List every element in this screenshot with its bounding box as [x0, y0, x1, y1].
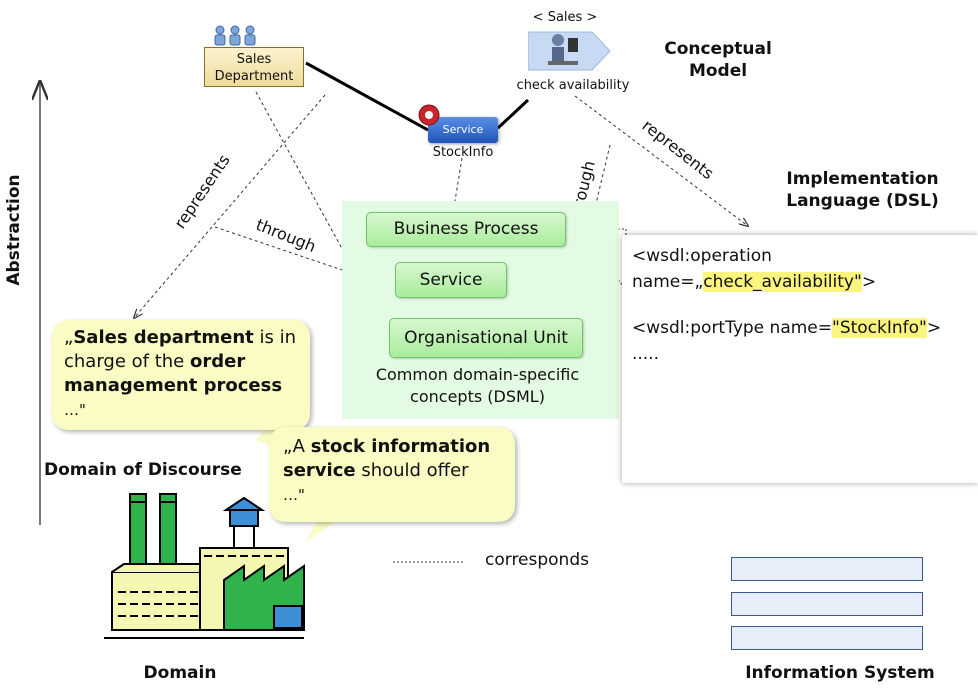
domain-of-discourse-title: Domain of Discourse: [44, 460, 242, 480]
dsml-caption: Common domain-specific concepts (DSML): [350, 364, 605, 408]
check-availability-label: check availability: [516, 78, 630, 93]
code-line-1: <wsdl:operation: [632, 246, 772, 266]
arrow-through-left: [214, 226, 360, 276]
concept-service: Service: [395, 262, 507, 298]
link-sales-service: [305, 61, 429, 132]
information-system-title: Information System: [745, 663, 935, 683]
code-line-2-prefix: name=„: [632, 272, 704, 292]
conceptual-model-title-line2: Model: [688, 61, 748, 81]
code-line-4: .....: [632, 344, 660, 364]
service-node: Service: [428, 117, 498, 143]
wsdl-code-panel: <wsdl:operation name=„check_availability…: [622, 235, 978, 483]
sales-role-label: < Sales >: [532, 10, 598, 25]
sales-bubble-bold-2: order management process: [64, 351, 283, 396]
link-sales-orgunit: [255, 91, 391, 337]
domain-title: Domain: [143, 663, 217, 683]
sales-department-label: Sales Department: [214, 52, 294, 84]
service-badge-label: Service: [442, 123, 484, 136]
sales-speech-bubble: „Sales department is in charge of the or…: [52, 320, 310, 430]
arrow-represents-left: [134, 94, 326, 318]
information-system-layer-1: [731, 557, 923, 581]
legend-corresponds-label: corresponds: [485, 550, 589, 570]
code-highlight-stockinfo: "StockInfo": [832, 318, 927, 338]
code-line-3-prefix: <wsdl:portType name=: [632, 318, 832, 338]
dsml-caption-line2: concepts (DSML): [410, 387, 545, 406]
sales-bubble-close-quote: …": [64, 401, 86, 419]
stock-bubble-close-quote: …": [283, 486, 305, 504]
concept-organisational-unit: Organisational Unit: [389, 318, 583, 358]
process-activity-icon: [528, 31, 611, 71]
service-gear-icon: [418, 104, 440, 126]
people-icon: [214, 25, 256, 46]
stock-bubble-bold-1: stock information service: [283, 436, 491, 481]
code-line-3-suffix: >: [926, 318, 942, 338]
information-system-layer-3: [731, 626, 923, 650]
implementation-language-title-line1: Implementation: [786, 169, 939, 189]
sales-department-node: Sales Department: [204, 47, 304, 87]
dsml-caption-line1: Common domain-specific: [375, 365, 580, 384]
factory-icon: [104, 493, 305, 639]
information-system-layer-2: [731, 592, 923, 616]
code-highlight-check-availability: check_availability": [703, 272, 862, 292]
code-line-3: <wsdl:portType name="StockInfo">: [632, 315, 941, 341]
sales-bubble-open-quote: „: [64, 327, 74, 348]
stock-bubble-text-1: should offer: [355, 460, 469, 481]
implementation-language-title-line2: Language (DSL): [786, 191, 939, 211]
stockinfo-label: StockInfo: [432, 145, 494, 160]
code-line-2: name=„check_availability">: [632, 269, 941, 295]
arrow-represents-right: [574, 95, 748, 226]
concept-business-process: Business Process: [366, 212, 566, 247]
stock-bubble-open-quote: „A: [283, 436, 311, 457]
conceptual-model-title: Conceptual Model: [648, 38, 788, 82]
sales-bubble-text-1: is in charge of the: [64, 327, 297, 372]
code-line-2-suffix: >: [861, 272, 877, 292]
link-process-service: [496, 98, 530, 130]
sales-bubble-bold-1: Sales department: [73, 327, 254, 348]
conceptual-model-title-line1: Conceptual: [664, 39, 772, 59]
implementation-language-title: Implementation Language (DSL): [760, 168, 965, 212]
stock-speech-bubble: „A stock information service should offe…: [269, 427, 515, 522]
